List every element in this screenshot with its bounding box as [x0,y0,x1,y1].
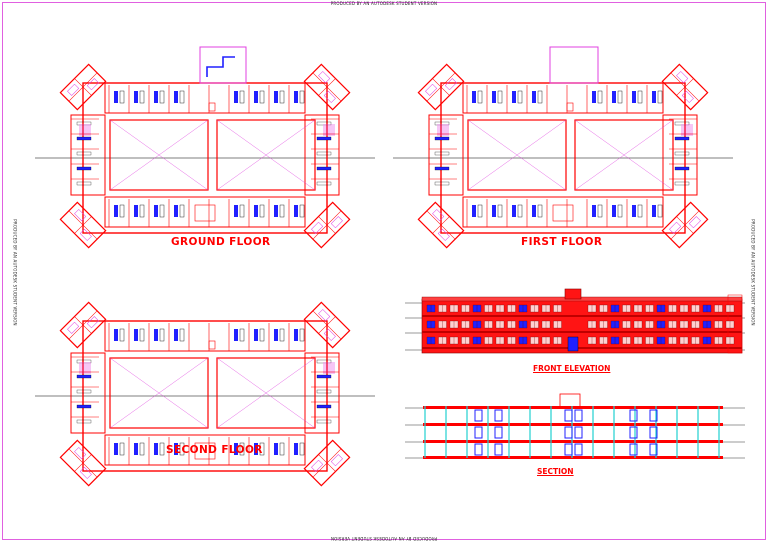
front-elevation-title: FRONT ELEVATION [533,364,611,373]
parapet [421,296,743,302]
entrance-door [567,336,579,352]
watermark-right: PRODUCED BY AN AUTODESK STUDENT VERSION [750,219,756,326]
ground-floor-plan [35,46,375,249]
second-floor-title: SECOND FLOOR [166,444,263,456]
ground-floor-title: GROUND FLOOR [171,236,271,248]
first-floor-plan [393,46,733,249]
watermark-top: PRODUCED BY AN AUTODESK STUDENT VERSION [330,1,438,6]
section-title: SECTION [537,467,574,476]
watermark-left: PRODUCED BY AN AUTODESK STUDENT VERSION [12,219,18,326]
section-drawing [405,393,745,459]
section-doors [474,409,658,456]
slab-bands [422,315,742,349]
watermark-bottom: PRODUCED BY AN AUTODESK STUDENT VERSION [330,536,438,541]
section-slabs [423,406,723,459]
section-columns [424,406,720,458]
first-floor-title: FIRST FLOOR [521,236,603,248]
elevation-windows [426,304,735,345]
second-floor-plan [35,301,375,487]
stair-tower [564,288,582,300]
front-elevation-drawing [405,288,745,354]
section-stair-tower [559,393,581,408]
